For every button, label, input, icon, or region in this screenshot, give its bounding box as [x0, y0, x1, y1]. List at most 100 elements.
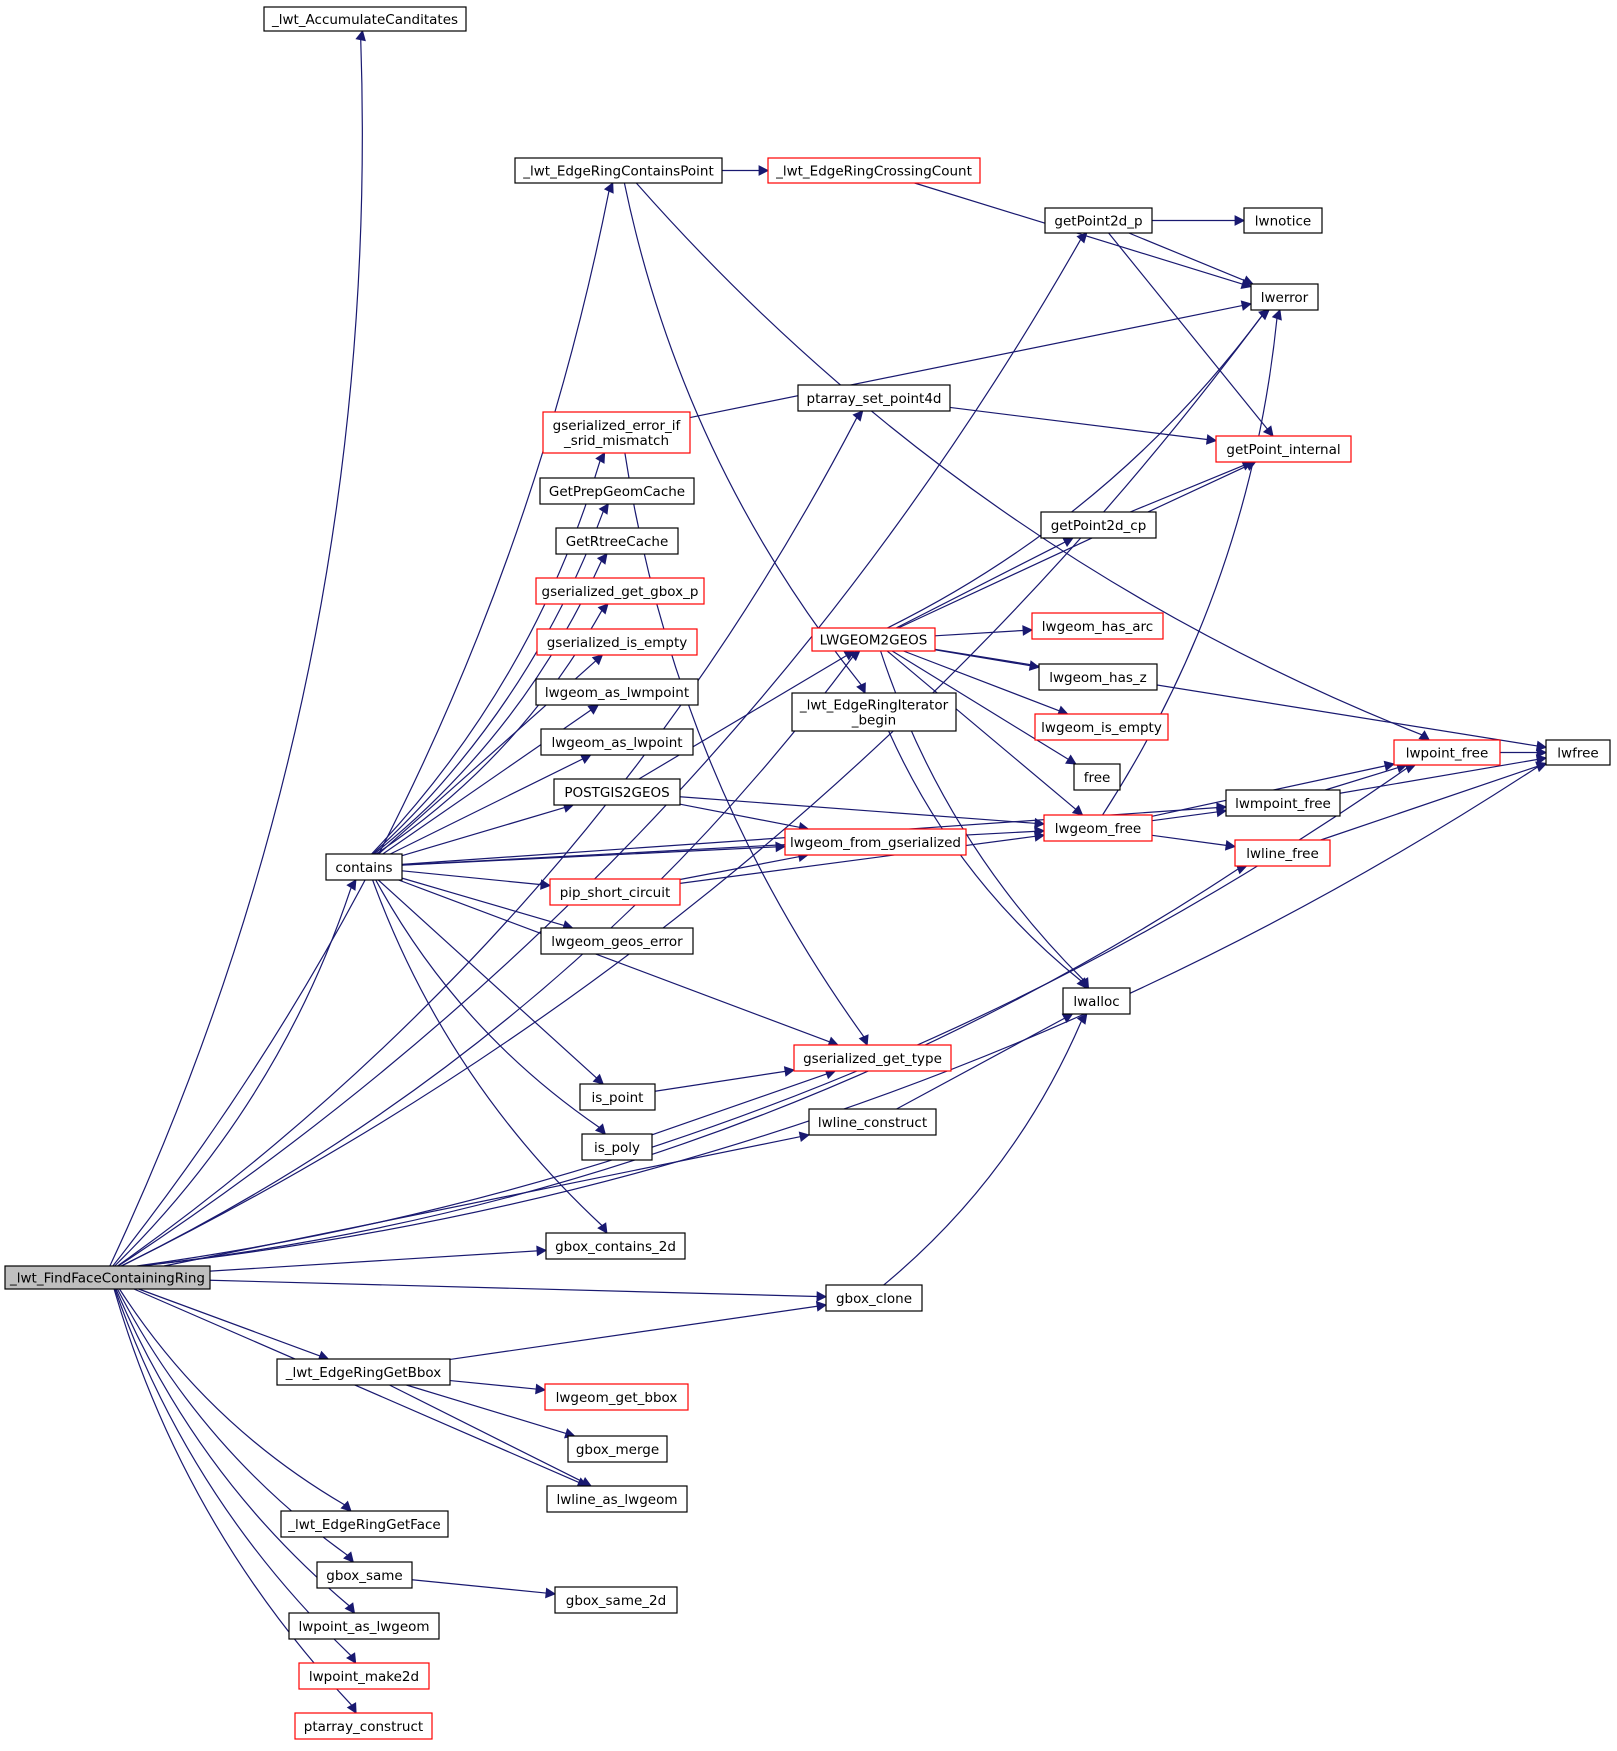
node-geoserr[interactable]: lwgeom_geos_error — [540, 927, 694, 955]
node-asmpt[interactable]: lwgeom_as_lwmpoint — [535, 678, 699, 706]
edge-root-to-ergf — [118, 1288, 352, 1512]
node-gbc2d[interactable]: gbox_contains_2d — [545, 1232, 686, 1260]
node-ercp[interactable]: _lwt_EdgeRingContainsPoint — [514, 157, 723, 184]
node-label: free — [1084, 770, 1111, 786]
node-label: lwgeom_is_empty — [1041, 720, 1162, 736]
edge-ergb-to-gbclone — [449, 1301, 828, 1361]
node-mk2d[interactable]: lwpoint_make2d — [298, 1662, 430, 1690]
arrowhead-icon — [1418, 730, 1431, 741]
node-label: LWGEOM2GEOS — [820, 633, 928, 649]
node-lwlcons[interactable]: lwline_construct — [808, 1108, 937, 1136]
node-box — [1250, 283, 1319, 311]
node-fromgs[interactable]: lwgeom_from_gserialized — [784, 828, 967, 856]
edge-ptset-to-gpint — [949, 406, 1218, 445]
node-lwlas[interactable]: lwline_as_lwgeom — [546, 1485, 688, 1513]
node-lwptfree[interactable]: lwpoint_free — [1393, 739, 1501, 766]
node-label: is_point — [592, 1090, 644, 1106]
node-p2g[interactable]: POSTGIS2GEOS — [553, 778, 681, 806]
node-hasz[interactable]: lwgeom_has_z — [1038, 663, 1158, 691]
arrowhead-icon — [1065, 754, 1077, 765]
node-lwnotice[interactable]: lwnotice — [1243, 207, 1323, 234]
node-eri[interactable]: _lwt_EdgeRingIterator_begin — [791, 692, 957, 732]
edge-line — [118, 1288, 345, 1506]
node-gbsame2d[interactable]: gbox_same_2d — [554, 1586, 678, 1614]
node-gp2dcp[interactable]: getPoint2d_cp — [1040, 511, 1157, 539]
edge-line — [449, 1379, 537, 1390]
edge-root-to-ptas — [115, 1288, 356, 1614]
node-lwalloc[interactable]: lwalloc — [1062, 987, 1131, 1015]
arrowhead-icon — [545, 1587, 557, 1599]
node-lwlfree[interactable]: lwline_free — [1234, 839, 1331, 867]
function-nodes: _lwt_FindFaceContainingRing _lwt_Accumula… — [4, 6, 1611, 1740]
node-ergb[interactable]: _lwt_EdgeRingGetBbox — [276, 1358, 451, 1386]
edge-line — [113, 1288, 353, 1706]
node-gp2dp[interactable]: getPoint2d_p — [1044, 207, 1153, 234]
node-box — [1225, 789, 1341, 817]
edge-line — [903, 650, 1060, 712]
node-box — [1038, 663, 1158, 691]
node-gsie[interactable]: gserialized_is_empty — [536, 628, 698, 656]
node-accum[interactable]: _lwt_AccumulateCanditates — [263, 6, 467, 32]
node-lwfree[interactable]: lwfree — [1545, 739, 1611, 766]
node-aspt[interactable]: lwgeom_as_lwpoint — [540, 728, 694, 756]
edge-lw2g-to-hasz — [934, 649, 1041, 671]
edge-root-to-accum — [109, 29, 366, 1267]
node-gbsame[interactable]: gbox_same — [316, 1561, 413, 1589]
node-gsgt[interactable]: gserialized_get_type — [793, 1044, 952, 1072]
edge-line — [1128, 232, 1245, 282]
node-ptset[interactable]: ptarray_set_point4d — [797, 384, 951, 412]
edge-line — [934, 648, 1538, 747]
node-gsgb[interactable]: gserialized_get_gbox_p — [535, 577, 705, 605]
edge-line — [896, 1017, 1065, 1110]
node-ispoint[interactable]: is_point — [579, 1083, 656, 1111]
node-label: lwalloc — [1073, 994, 1119, 1010]
edge-lw2g-to-lwerror — [887, 309, 1270, 629]
arrowhead-icon — [355, 29, 366, 42]
node-ispoly[interactable]: is_poly — [581, 1133, 653, 1161]
edge-lw2g-to-free — [891, 650, 1077, 765]
node-lwmptfree[interactable]: lwmpoint_free — [1225, 789, 1341, 817]
edge-gp2dp-to-gpint — [1108, 232, 1274, 437]
arrowhead-icon — [1535, 761, 1548, 772]
node-gpgc[interactable]: GetPrepGeomCache — [539, 477, 695, 505]
node-box — [544, 1383, 689, 1411]
node-hasarc[interactable]: lwgeom_has_arc — [1031, 612, 1164, 640]
edge-line — [886, 650, 1077, 810]
arrowhead-icon — [535, 1383, 547, 1395]
node-root[interactable]: _lwt_FindFaceContainingRing — [4, 1265, 211, 1290]
edge-line — [109, 39, 363, 1267]
node-gbmerge[interactable]: gbox_merge — [567, 1435, 668, 1463]
node-gserr[interactable]: gserialized_error_if_srid_mismatch — [542, 411, 691, 454]
node-ergf[interactable]: _lwt_EdgeRingGetFace — [280, 1510, 449, 1538]
node-ptas[interactable]: lwpoint_as_lwgeom — [288, 1612, 440, 1640]
edge-ispoly-to-gsgt — [651, 1069, 837, 1136]
node-label: _begin — [851, 713, 897, 729]
node-label: _lwt_EdgeRingContainsPoint — [522, 164, 713, 180]
node-free[interactable]: free — [1073, 763, 1121, 791]
node-gpint[interactable]: getPoint_internal — [1215, 435, 1352, 463]
arrowhead-icon — [1034, 817, 1046, 829]
arrowhead-icon — [340, 1500, 352, 1512]
node-ptcons[interactable]: ptarray_construct — [294, 1712, 433, 1740]
node-ercc[interactable]: _lwt_EdgeRingCrossingCount — [767, 157, 981, 184]
edge-line — [883, 1020, 1082, 1286]
node-grtc[interactable]: GetRtreeCache — [555, 527, 679, 555]
node-gbclone[interactable]: gbox_clone — [825, 1284, 923, 1312]
node-pip[interactable]: pip_short_circuit — [549, 878, 681, 906]
edge-line — [891, 650, 1069, 760]
node-contains[interactable]: contains — [325, 853, 403, 881]
edge-line — [679, 835, 1036, 884]
node-getbbox[interactable]: lwgeom_get_bbox — [544, 1383, 689, 1411]
node-lw2g[interactable]: LWGEOM2GEOS — [811, 627, 936, 652]
node-label: POSTGIS2GEOS — [564, 785, 669, 801]
edge-gp2dp-to-lwnotice — [1152, 215, 1246, 226]
node-lwerror[interactable]: lwerror — [1250, 283, 1319, 311]
edge-line — [651, 1073, 827, 1136]
edge-line — [897, 465, 1248, 629]
node-lwgfree[interactable]: lwgeom_free — [1043, 814, 1153, 842]
node-isempty[interactable]: lwgeom_is_empty — [1034, 713, 1169, 741]
node-box — [1043, 814, 1153, 842]
node-box — [325, 853, 403, 881]
edge-gbclone-to-lwalloc — [883, 1013, 1088, 1286]
node-label: ptarray_construct — [304, 1719, 423, 1735]
